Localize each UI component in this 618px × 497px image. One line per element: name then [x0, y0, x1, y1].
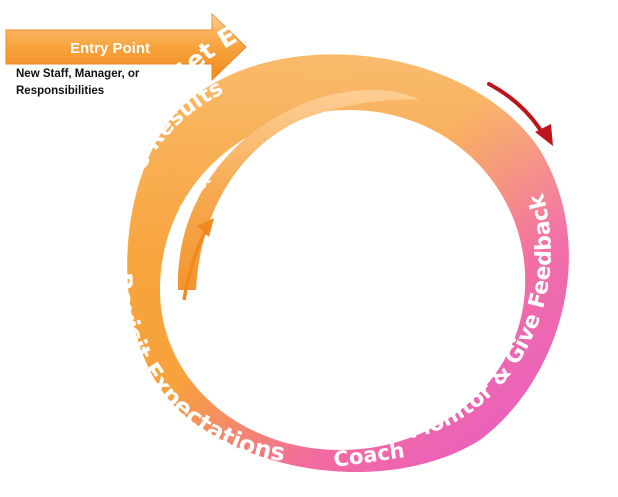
clockwise-arrow-icon	[487, 82, 553, 146]
monitor-feedback-label: Monitor & Give Feedback	[406, 190, 557, 444]
revisit-expectations-label: Revisit Expectations	[109, 272, 287, 467]
curved-up-arrow-icon	[182, 218, 214, 301]
entry-caption-line-1: New Staff, Manager, or	[16, 68, 140, 80]
entry-caption-line-2: Responsibilities	[16, 85, 105, 97]
entry-point-label: Entry Point	[70, 40, 150, 57]
entry-caption: New Staff, Manager, or Responsibilities	[16, 66, 216, 100]
entry-point-arrow: Entry Point	[5, 12, 247, 82]
